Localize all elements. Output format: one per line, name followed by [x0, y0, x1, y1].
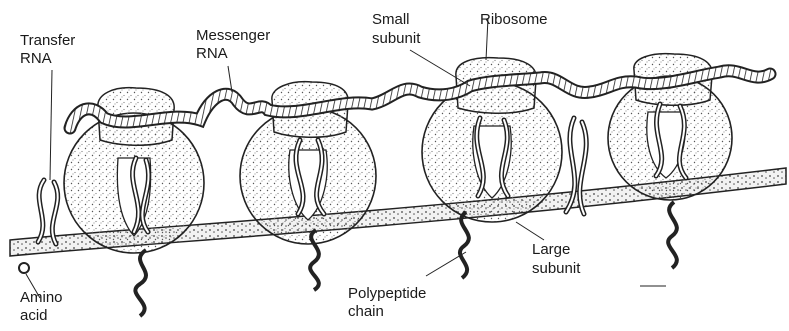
label-transfer-rna: Transfer RNA [20, 32, 79, 67]
label-amino-acid: Amino acid [20, 289, 67, 324]
free-transfer-rna [19, 180, 58, 273]
label-messenger-rna: Messenger RNA [196, 27, 274, 62]
amino-acid-icon [19, 263, 29, 273]
label-small-subunit: Small subunit [372, 11, 421, 47]
label-large-subunit: Large subunit [532, 241, 581, 277]
label-polypeptide-chain: Polypeptide chain [348, 285, 431, 320]
label-ribosome: Ribosome [480, 11, 548, 28]
